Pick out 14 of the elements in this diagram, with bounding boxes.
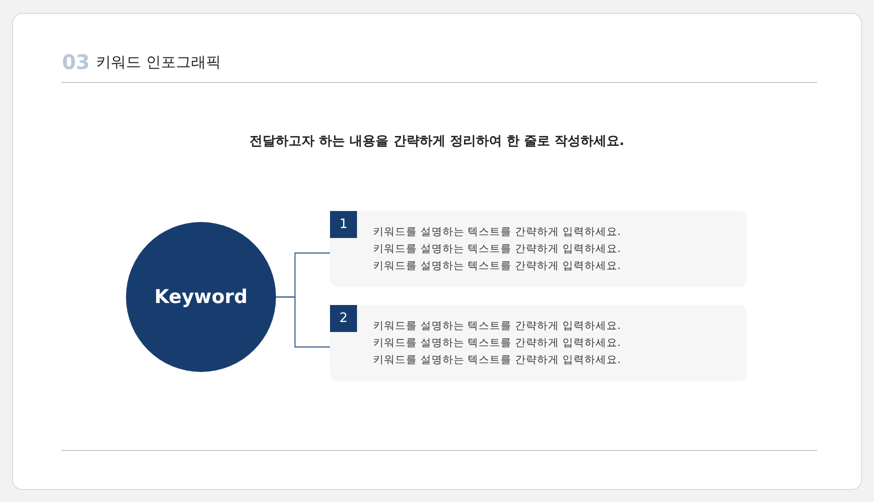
- description-text: 키워드를 설명하는 텍스트를 간략하게 입력하세요.: [373, 259, 621, 273]
- description-text: 키워드를 설명하는 텍스트를 간략하게 입력하세요.: [373, 353, 621, 367]
- number-badge: 1: [330, 211, 357, 238]
- description-text: 키워드를 설명하는 텍스트를 간략하게 입력하세요.: [373, 319, 621, 333]
- text-card: [330, 211, 747, 287]
- number-badge: 2: [330, 305, 357, 332]
- description-text: 키워드를 설명하는 텍스트를 간략하게 입력하세요.: [373, 336, 621, 350]
- section-number: 03: [62, 50, 90, 74]
- description-text: 키워드를 설명하는 텍스트를 간략하게 입력하세요.: [373, 242, 621, 256]
- connector-line: [276, 296, 330, 348]
- text-card: [330, 305, 747, 381]
- section-title: 키워드 인포그래픽: [96, 53, 221, 72]
- subtitle: 전달하고자 하는 내용을 간략하게 정리하여 한 줄로 작성하세요.: [248, 133, 626, 150]
- description-text: 키워드를 설명하는 텍스트를 간략하게 입력하세요.: [373, 225, 621, 239]
